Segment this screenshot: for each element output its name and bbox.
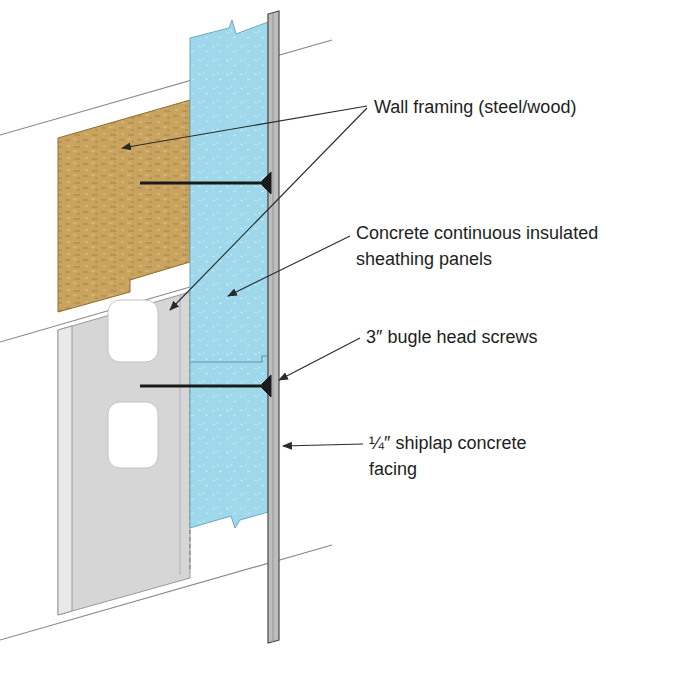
sheathing-label: Concrete continuous insulated sheathing … xyxy=(356,220,606,272)
wall-plane-lines xyxy=(0,40,332,640)
steel-stud xyxy=(58,292,190,615)
insulated-sheathing-panel xyxy=(190,20,268,528)
wood-stud xyxy=(58,100,190,312)
leader-lines xyxy=(122,106,367,446)
facing-label: ¼″ shiplap concrete facing xyxy=(369,430,559,482)
framing-label: Wall framing (steel/wood) xyxy=(374,94,576,120)
concrete-facing xyxy=(268,11,279,643)
screw-label: 3″ bugle head screws xyxy=(366,324,537,350)
